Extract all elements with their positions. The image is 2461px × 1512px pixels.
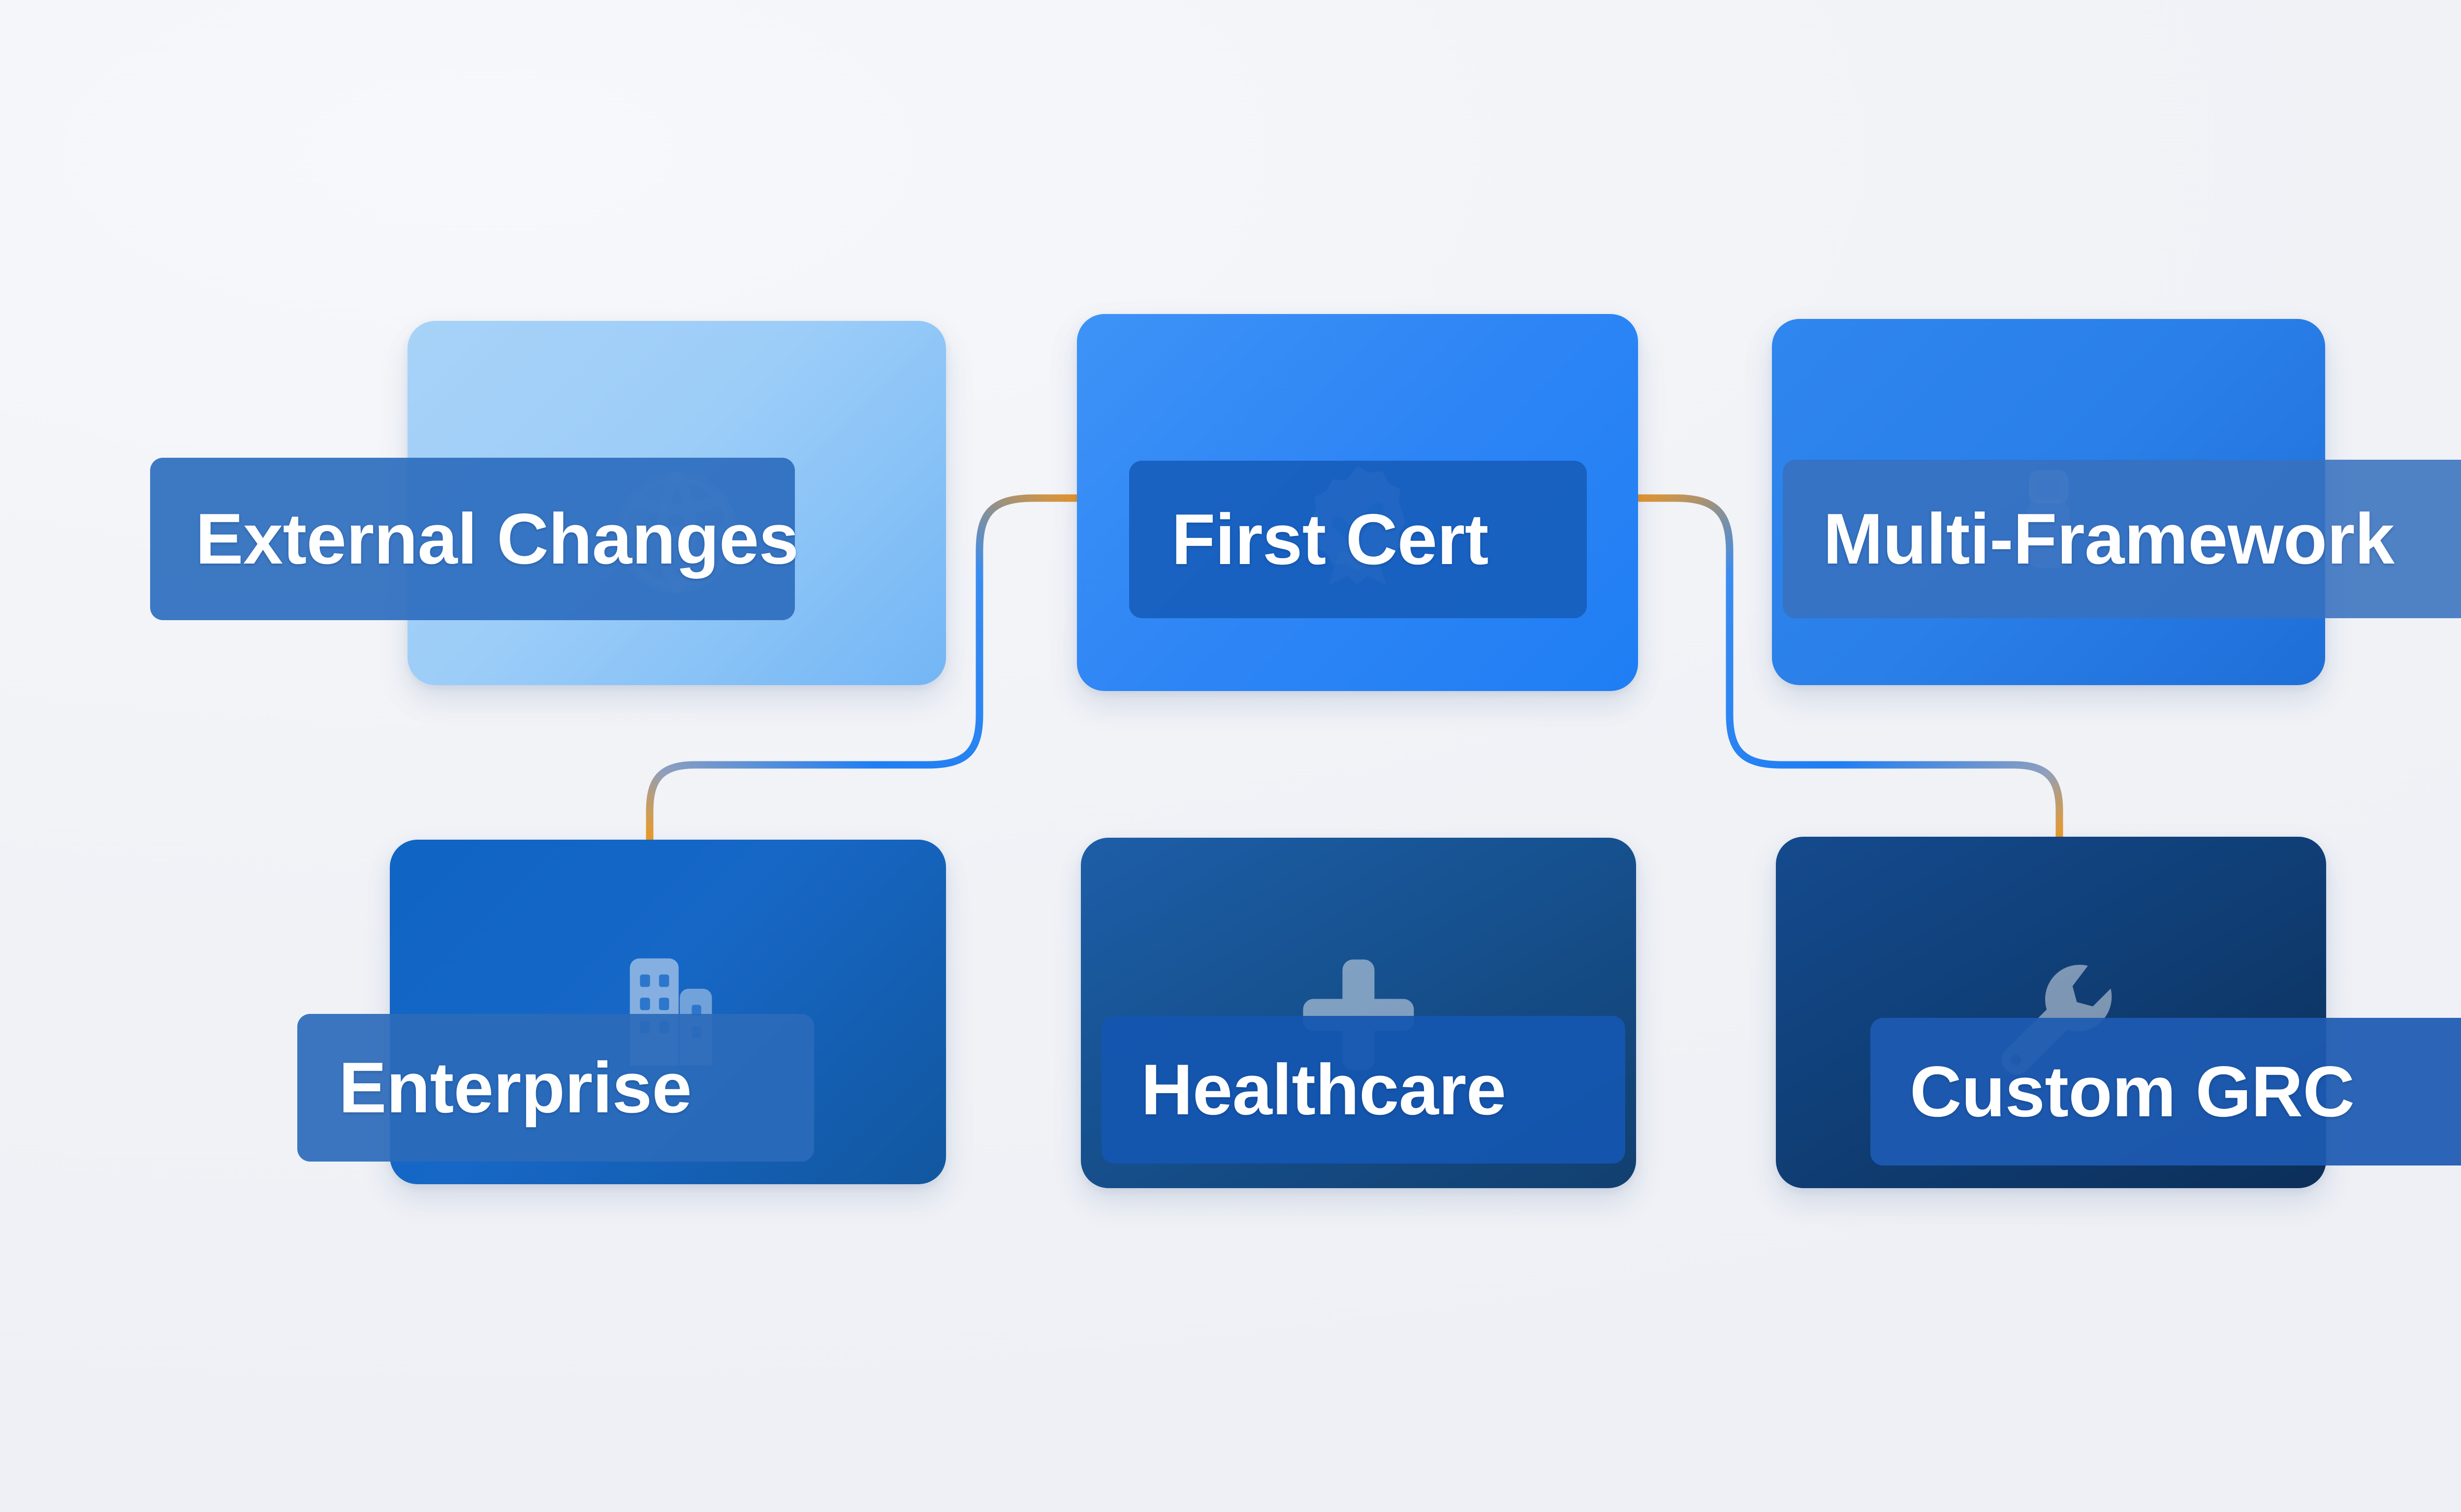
label-pill-healthcare[interactable]: Healthcare <box>1102 1016 1625 1164</box>
node-label-healthcare: Healthcare <box>1141 1049 1506 1130</box>
node-label-multi-framework: Multi-Framework <box>1823 499 2395 579</box>
node-label-custom-grc: Custom GRC <box>1910 1051 2355 1132</box>
label-pill-enterprise[interactable]: Enterprise <box>297 1014 814 1162</box>
label-pill-custom-grc[interactable]: Custom GRC <box>1870 1018 2461 1166</box>
label-pill-first-cert[interactable]: First Cert <box>1129 461 1587 618</box>
node-label-first-cert: First Cert <box>1171 499 1489 579</box>
node-label-enterprise: Enterprise <box>339 1047 692 1128</box>
label-pill-external-changes[interactable]: External Changes <box>150 458 799 620</box>
label-pill-multi-framework[interactable]: Multi-Framework <box>1783 460 2461 618</box>
node-label-external-changes: External Changes <box>195 499 799 579</box>
